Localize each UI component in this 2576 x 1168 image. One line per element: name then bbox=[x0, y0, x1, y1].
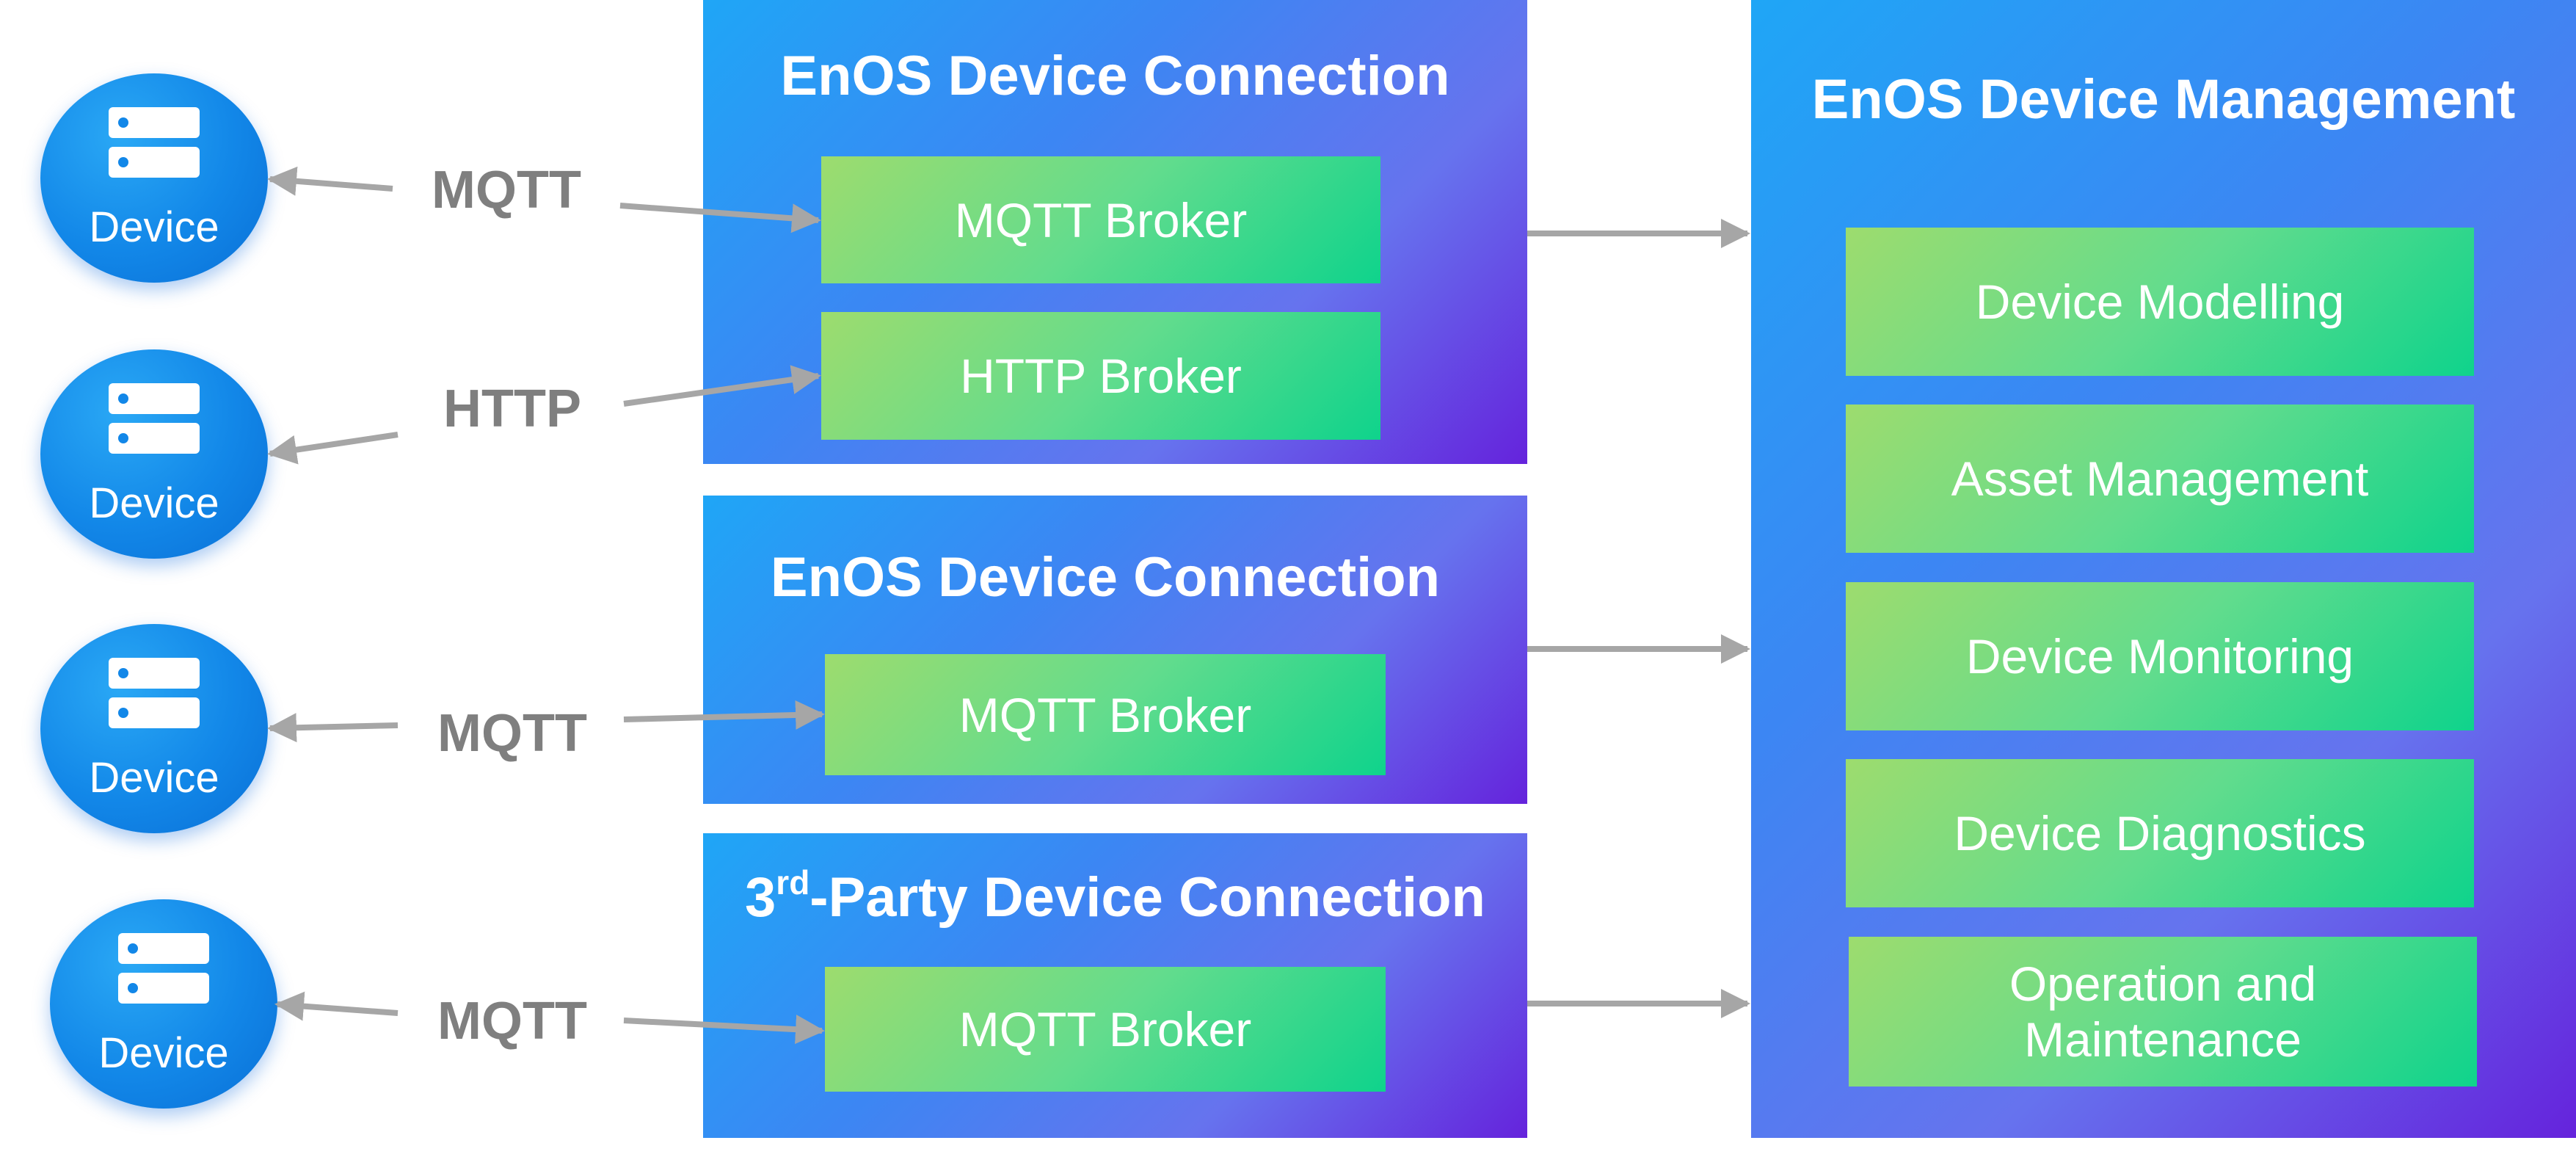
arrow-to-device-3 bbox=[267, 713, 399, 743]
module-asset-management: Asset Management bbox=[1846, 405, 2474, 553]
mqtt-broker-box: MQTT Broker bbox=[825, 967, 1386, 1092]
device-label: Device bbox=[89, 203, 219, 251]
panel-title: EnOS Device Connection bbox=[770, 546, 1441, 609]
server-icon bbox=[109, 658, 200, 732]
http-broker-box: HTTP Broker bbox=[821, 312, 1380, 440]
device-label: Device bbox=[89, 479, 219, 527]
device-label: Device bbox=[98, 1029, 229, 1077]
module-device-diagnostics: Device Diagnostics bbox=[1846, 759, 2474, 907]
mqtt-broker-box: MQTT Broker bbox=[825, 654, 1386, 775]
arrow-mqtt-to-broker-3 bbox=[623, 1015, 825, 1045]
module-device-monitoring: Device Monitoring bbox=[1846, 582, 2474, 730]
arrow-to-device-1 bbox=[267, 166, 393, 196]
connection-panel-2: EnOS Device Connection MQTT Broker bbox=[703, 496, 1527, 804]
arrow-http-to-broker bbox=[623, 365, 821, 407]
module-device-modelling: Device Modelling bbox=[1846, 228, 2474, 376]
module-operation-maintenance: Operation and Maintenance bbox=[1849, 937, 2477, 1087]
device-label: Device bbox=[89, 754, 219, 802]
panel-title: EnOS Device Management bbox=[1811, 68, 2516, 131]
arrow-mqtt-to-broker-2 bbox=[623, 700, 825, 730]
device-1: Device bbox=[40, 73, 268, 283]
server-icon bbox=[118, 933, 209, 1007]
device-2: Device bbox=[40, 349, 268, 559]
connection-panel-1: EnOS Device Connection MQTT Broker HTTP … bbox=[703, 0, 1527, 464]
arrow-to-device-4 bbox=[274, 991, 399, 1021]
device-3: Device bbox=[40, 624, 268, 833]
protocol-label-mqtt: MQTT bbox=[432, 161, 581, 220]
panel-title-suffix: -Party Device Connection bbox=[809, 866, 1485, 929]
arrow-mqtt-to-broker-1 bbox=[619, 203, 821, 233]
panel-title-superscript: rd bbox=[776, 863, 810, 902]
protocol-label-mqtt: MQTT bbox=[437, 704, 587, 763]
server-icon bbox=[109, 107, 200, 181]
arrow-to-device-2 bbox=[267, 432, 399, 465]
protocol-label-mqtt: MQTT bbox=[437, 992, 587, 1051]
panel-title: 3rd-Party Device Connection bbox=[703, 863, 1527, 929]
protocol-label-http: HTTP bbox=[443, 380, 581, 438]
mqtt-broker-box: MQTT Broker bbox=[821, 156, 1380, 283]
server-icon bbox=[109, 383, 200, 457]
panel-title-prefix: 3 bbox=[745, 866, 776, 929]
connection-panel-3: 3rd-Party Device Connection MQTT Broker bbox=[703, 833, 1527, 1138]
device-management-panel: EnOS Device Management Device Modelling … bbox=[1751, 0, 2576, 1138]
panel-title: EnOS Device Connection bbox=[780, 45, 1450, 107]
device-4: Device bbox=[50, 899, 277, 1109]
